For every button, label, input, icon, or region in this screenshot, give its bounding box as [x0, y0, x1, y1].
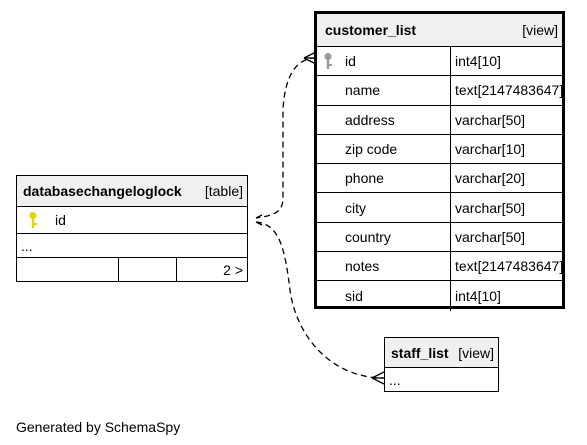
- column-type: int4[10]: [455, 53, 501, 70]
- footer-cell: [17, 258, 119, 282]
- column-name: id: [345, 53, 356, 70]
- column-name: city: [345, 199, 366, 216]
- key-cell: [17, 207, 49, 233]
- column-name-cell: sid: [317, 281, 451, 311]
- crowfoot-staff: [371, 371, 385, 385]
- table-staff-list[interactable]: staff_list [view] ...: [384, 337, 499, 392]
- table-header: staff_list [view]: [385, 338, 498, 368]
- column-type: text[2147483647]: [455, 258, 562, 275]
- column-name: country: [345, 228, 391, 245]
- column-type: varchar[10]: [455, 141, 526, 158]
- column-row: phone varchar[20]: [317, 164, 562, 194]
- column-name: notes: [345, 258, 380, 275]
- column-list: id int4[10] name text[2147483647] address var…: [317, 47, 562, 311]
- column-name-cell: country: [317, 222, 451, 252]
- table-footer: 2 >: [17, 258, 247, 282]
- table-customer-list[interactable]: customer_list [view] id int4[10] name text[…: [314, 11, 565, 311]
- column-type: varchar[50]: [455, 228, 526, 245]
- more-indicator: ...: [21, 237, 33, 254]
- column-name: id: [55, 212, 66, 228]
- key-icon: [29, 212, 37, 228]
- generator-credit: Generated by SchemaSpy: [16, 419, 181, 435]
- column-name: sid: [345, 288, 363, 305]
- column-name: address: [345, 111, 395, 128]
- column-name-cell: phone: [317, 164, 451, 193]
- more-row: ...: [17, 234, 247, 258]
- column-type: varchar[20]: [455, 170, 526, 187]
- column-name: zip code: [345, 141, 398, 158]
- table-kind: [view]: [458, 344, 494, 361]
- column-row: name text[2147483647]: [317, 76, 562, 106]
- column-name-cell: name: [317, 76, 451, 105]
- table-header: customer_list [view]: [317, 14, 562, 47]
- column-name-cell: city: [317, 193, 451, 222]
- column-name-cell: id: [317, 47, 451, 76]
- table-header: databasechangeloglock [table]: [17, 176, 247, 207]
- column-row: notes text[2147483647]: [317, 252, 562, 282]
- column-type: int4[10]: [455, 288, 501, 305]
- column-name-cell: zip code: [317, 134, 451, 164]
- table-name: customer_list: [325, 22, 417, 38]
- link-customer-to-changelog: [255, 57, 317, 219]
- arrow-end-changelog: [255, 214, 263, 226]
- column-name-cell: notes: [317, 252, 451, 281]
- column-name: name: [345, 82, 381, 99]
- column-name: phone: [345, 170, 384, 187]
- more-indicator: ...: [389, 371, 401, 388]
- more-row: ...: [385, 368, 498, 391]
- table-kind: [view]: [522, 22, 558, 38]
- footer-cell: [119, 258, 177, 282]
- table-databasechangeloglock[interactable]: databasechangeloglock [table] id ... 2 >: [16, 175, 248, 282]
- link-changelog-to-staff: [255, 221, 385, 379]
- icon-slot: [317, 52, 339, 70]
- column-name-cell: address: [317, 105, 451, 134]
- table-name: staff_list: [391, 344, 449, 361]
- column-type: text[2147483647]: [455, 82, 562, 99]
- column-row: id: [17, 207, 247, 234]
- column-row: country varchar[50]: [317, 222, 562, 253]
- column-row: address varchar[50]: [317, 105, 562, 135]
- column-row: id int4[10]: [317, 47, 562, 77]
- column-type: varchar[50]: [455, 111, 526, 128]
- column-row: city varchar[50]: [317, 193, 562, 223]
- table-kind: [table]: [204, 183, 243, 199]
- key-icon: [324, 53, 332, 70]
- child-count-link[interactable]: 2 >: [223, 262, 243, 278]
- table-name: databasechangeloglock: [23, 183, 182, 199]
- column-row: zip code varchar[10]: [317, 134, 562, 165]
- column-row: sid int4[10]: [317, 281, 562, 311]
- column-type: varchar[50]: [455, 199, 526, 216]
